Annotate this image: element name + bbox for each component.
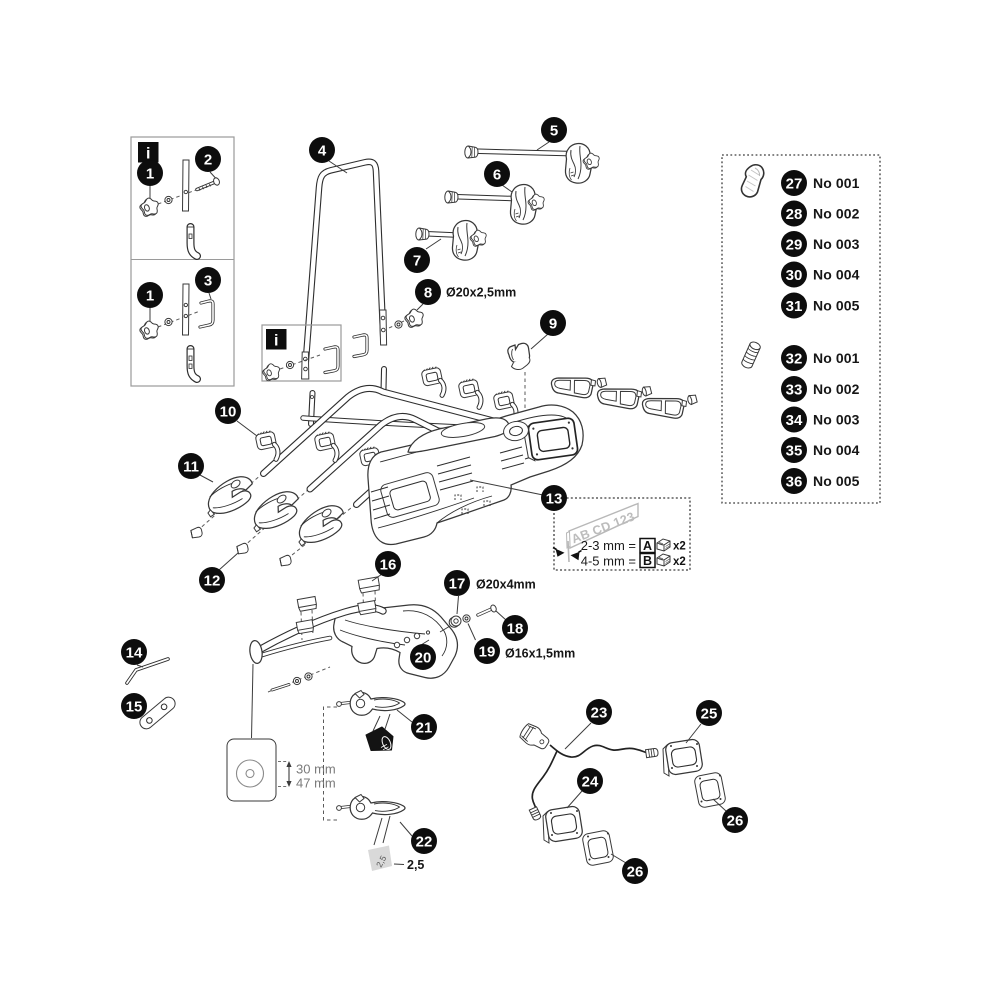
svg-text:Ø16x1,5mm: Ø16x1,5mm: [505, 647, 575, 661]
svg-text:24: 24: [582, 773, 599, 790]
svg-text:3: 3: [204, 272, 212, 289]
svg-text:14: 14: [126, 644, 143, 661]
svg-text:B: B: [643, 554, 652, 568]
svg-text:2-3 mm =: 2-3 mm =: [581, 538, 636, 553]
svg-text:12: 12: [204, 572, 221, 589]
svg-text:47 mm: 47 mm: [296, 776, 336, 791]
svg-text:21: 21: [416, 719, 433, 736]
svg-text:A: A: [643, 539, 652, 553]
svg-text:11: 11: [183, 458, 199, 475]
svg-text:19: 19: [479, 643, 496, 660]
svg-text:No 005: No 005: [813, 473, 860, 489]
svg-text:i: i: [274, 333, 278, 350]
svg-text:27: 27: [786, 175, 803, 192]
svg-text:33: 33: [786, 381, 803, 398]
svg-text:No 001: No 001: [813, 175, 860, 191]
svg-text:7: 7: [413, 252, 421, 269]
svg-text:No 004: No 004: [813, 266, 860, 282]
svg-text:2,5: 2,5: [407, 858, 424, 872]
svg-text:No 003: No 003: [813, 236, 860, 252]
svg-text:No 002: No 002: [813, 205, 860, 221]
svg-text:23: 23: [591, 704, 608, 721]
svg-text:x2: x2: [673, 556, 686, 568]
svg-text:No 002: No 002: [813, 381, 860, 397]
svg-text:35: 35: [786, 442, 803, 459]
svg-text:4-5 mm =: 4-5 mm =: [581, 554, 636, 569]
svg-text:1: 1: [146, 287, 154, 304]
svg-text:26: 26: [727, 812, 744, 829]
svg-text:1: 1: [146, 165, 154, 182]
svg-text:2: 2: [204, 151, 212, 168]
svg-text:9: 9: [549, 315, 557, 332]
svg-text:29: 29: [786, 236, 803, 253]
svg-text:No 003: No 003: [813, 411, 860, 427]
svg-text:32: 32: [786, 350, 803, 367]
svg-text:18: 18: [507, 620, 524, 637]
svg-text:25: 25: [701, 705, 718, 722]
svg-text:4: 4: [318, 142, 327, 159]
svg-text:5: 5: [550, 122, 558, 139]
svg-text:31: 31: [786, 298, 803, 315]
svg-text:No 001: No 001: [813, 350, 860, 366]
svg-text:16: 16: [380, 556, 397, 573]
svg-text:6: 6: [493, 166, 501, 183]
svg-text:17: 17: [449, 575, 466, 592]
svg-text:10: 10: [220, 403, 237, 420]
svg-text:No 004: No 004: [813, 442, 860, 458]
svg-text:34: 34: [786, 412, 803, 429]
svg-text:30 mm: 30 mm: [296, 762, 336, 777]
svg-text:13: 13: [546, 490, 563, 507]
svg-text:15: 15: [126, 698, 143, 715]
svg-text:22: 22: [416, 833, 433, 850]
svg-text:30: 30: [786, 267, 803, 284]
svg-text:i: i: [146, 146, 150, 163]
svg-text:x2: x2: [673, 541, 686, 553]
svg-text:36: 36: [786, 473, 803, 490]
svg-text:20: 20: [415, 649, 432, 666]
svg-text:Ø20x4mm: Ø20x4mm: [476, 578, 536, 592]
svg-text:8: 8: [424, 284, 432, 301]
svg-text:26: 26: [627, 863, 644, 880]
svg-text:28: 28: [786, 206, 803, 223]
svg-text:Ø20x2,5mm: Ø20x2,5mm: [446, 286, 516, 300]
svg-text:No 005: No 005: [813, 297, 860, 313]
